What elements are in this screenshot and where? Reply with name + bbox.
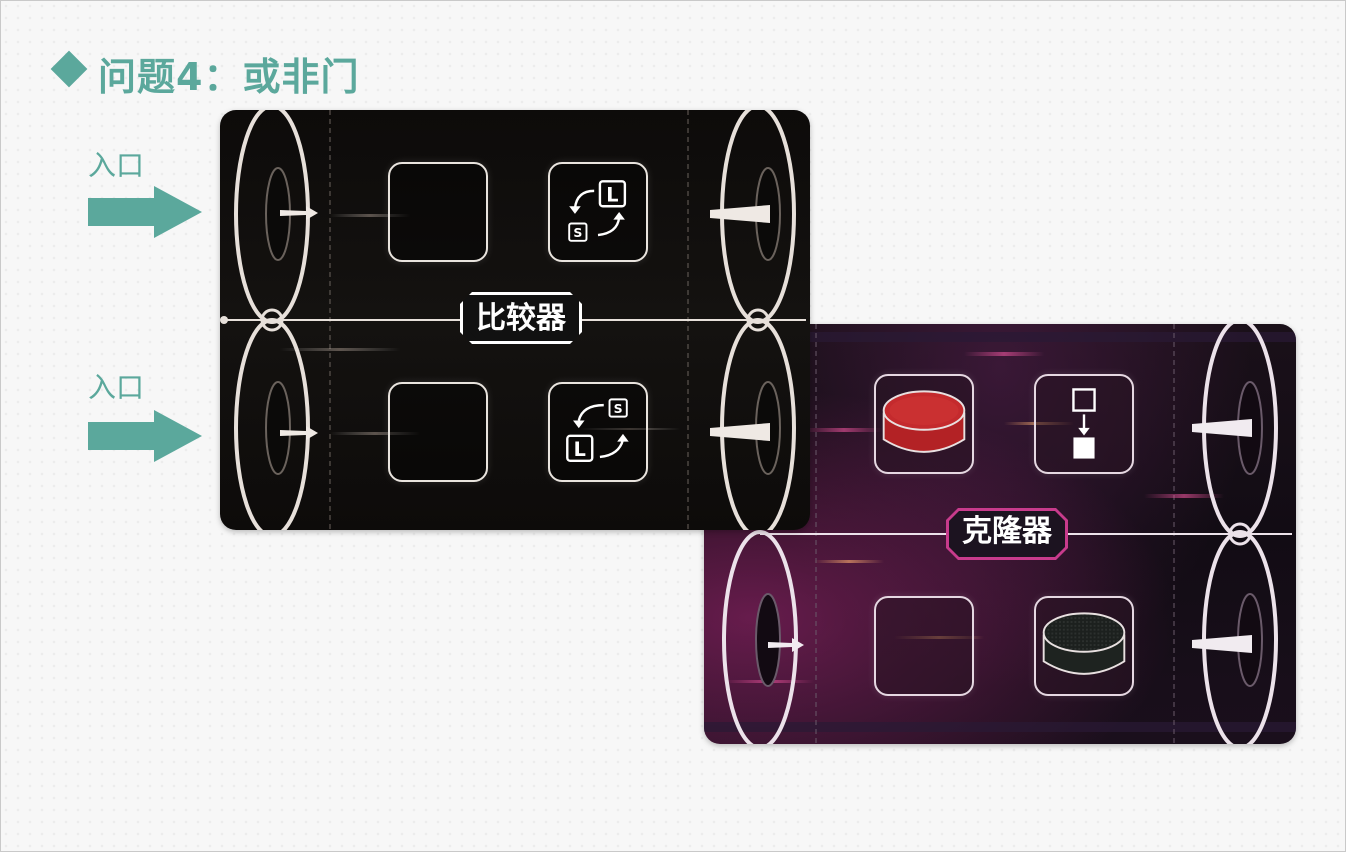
entry-arrow-bottom-icon — [88, 410, 204, 462]
black-chip-icon — [1042, 612, 1126, 675]
cloner-slot-empty[interactable] — [874, 596, 974, 696]
cloner-card[interactable]: 克隆器 — [704, 324, 1296, 744]
swap-arrows-icon: L S — [568, 180, 627, 242]
page-title: 问题4：或非门 — [98, 55, 360, 99]
clone-rule-icon — [1072, 388, 1096, 459]
cloner-label-text: 克隆器 — [962, 514, 1052, 549]
cloner-rails-decor — [704, 324, 1296, 744]
cloner-slot-copy-rule[interactable] — [1034, 374, 1134, 474]
swap-bottom-big-letter: L — [574, 438, 586, 461]
comparator-label: 比较器 — [460, 292, 582, 344]
swap-arrows-icon: S L — [566, 398, 629, 462]
cloner-slot-red-chip[interactable] — [874, 374, 974, 474]
cloner-label: 克隆器 — [946, 508, 1068, 560]
comparator-swap-top[interactable]: L S — [548, 162, 648, 262]
comparator-rails-decor — [220, 110, 806, 530]
title-diamond-icon — [50, 50, 88, 88]
swap-bottom-small-letter: S — [614, 401, 623, 416]
comparator-slot-top-empty[interactable] — [388, 162, 488, 262]
comparator-slot-bottom-empty[interactable] — [388, 382, 488, 482]
swap-top-small-letter: S — [573, 225, 582, 240]
entry-label-top: 入口 — [88, 149, 145, 182]
entry-label-bottom: 入口 — [88, 371, 145, 404]
comparator-swap-bottom[interactable]: S L — [548, 382, 648, 482]
swap-top-big-letter: L — [606, 183, 618, 206]
cloner-slot-black-chip[interactable] — [1034, 596, 1134, 696]
entry-arrow-top-icon — [88, 186, 204, 238]
comparator-label-text: 比较器 — [476, 301, 566, 336]
red-chip-icon — [882, 390, 966, 453]
comparator-card[interactable]: L S S L 比较器 — [220, 110, 810, 530]
